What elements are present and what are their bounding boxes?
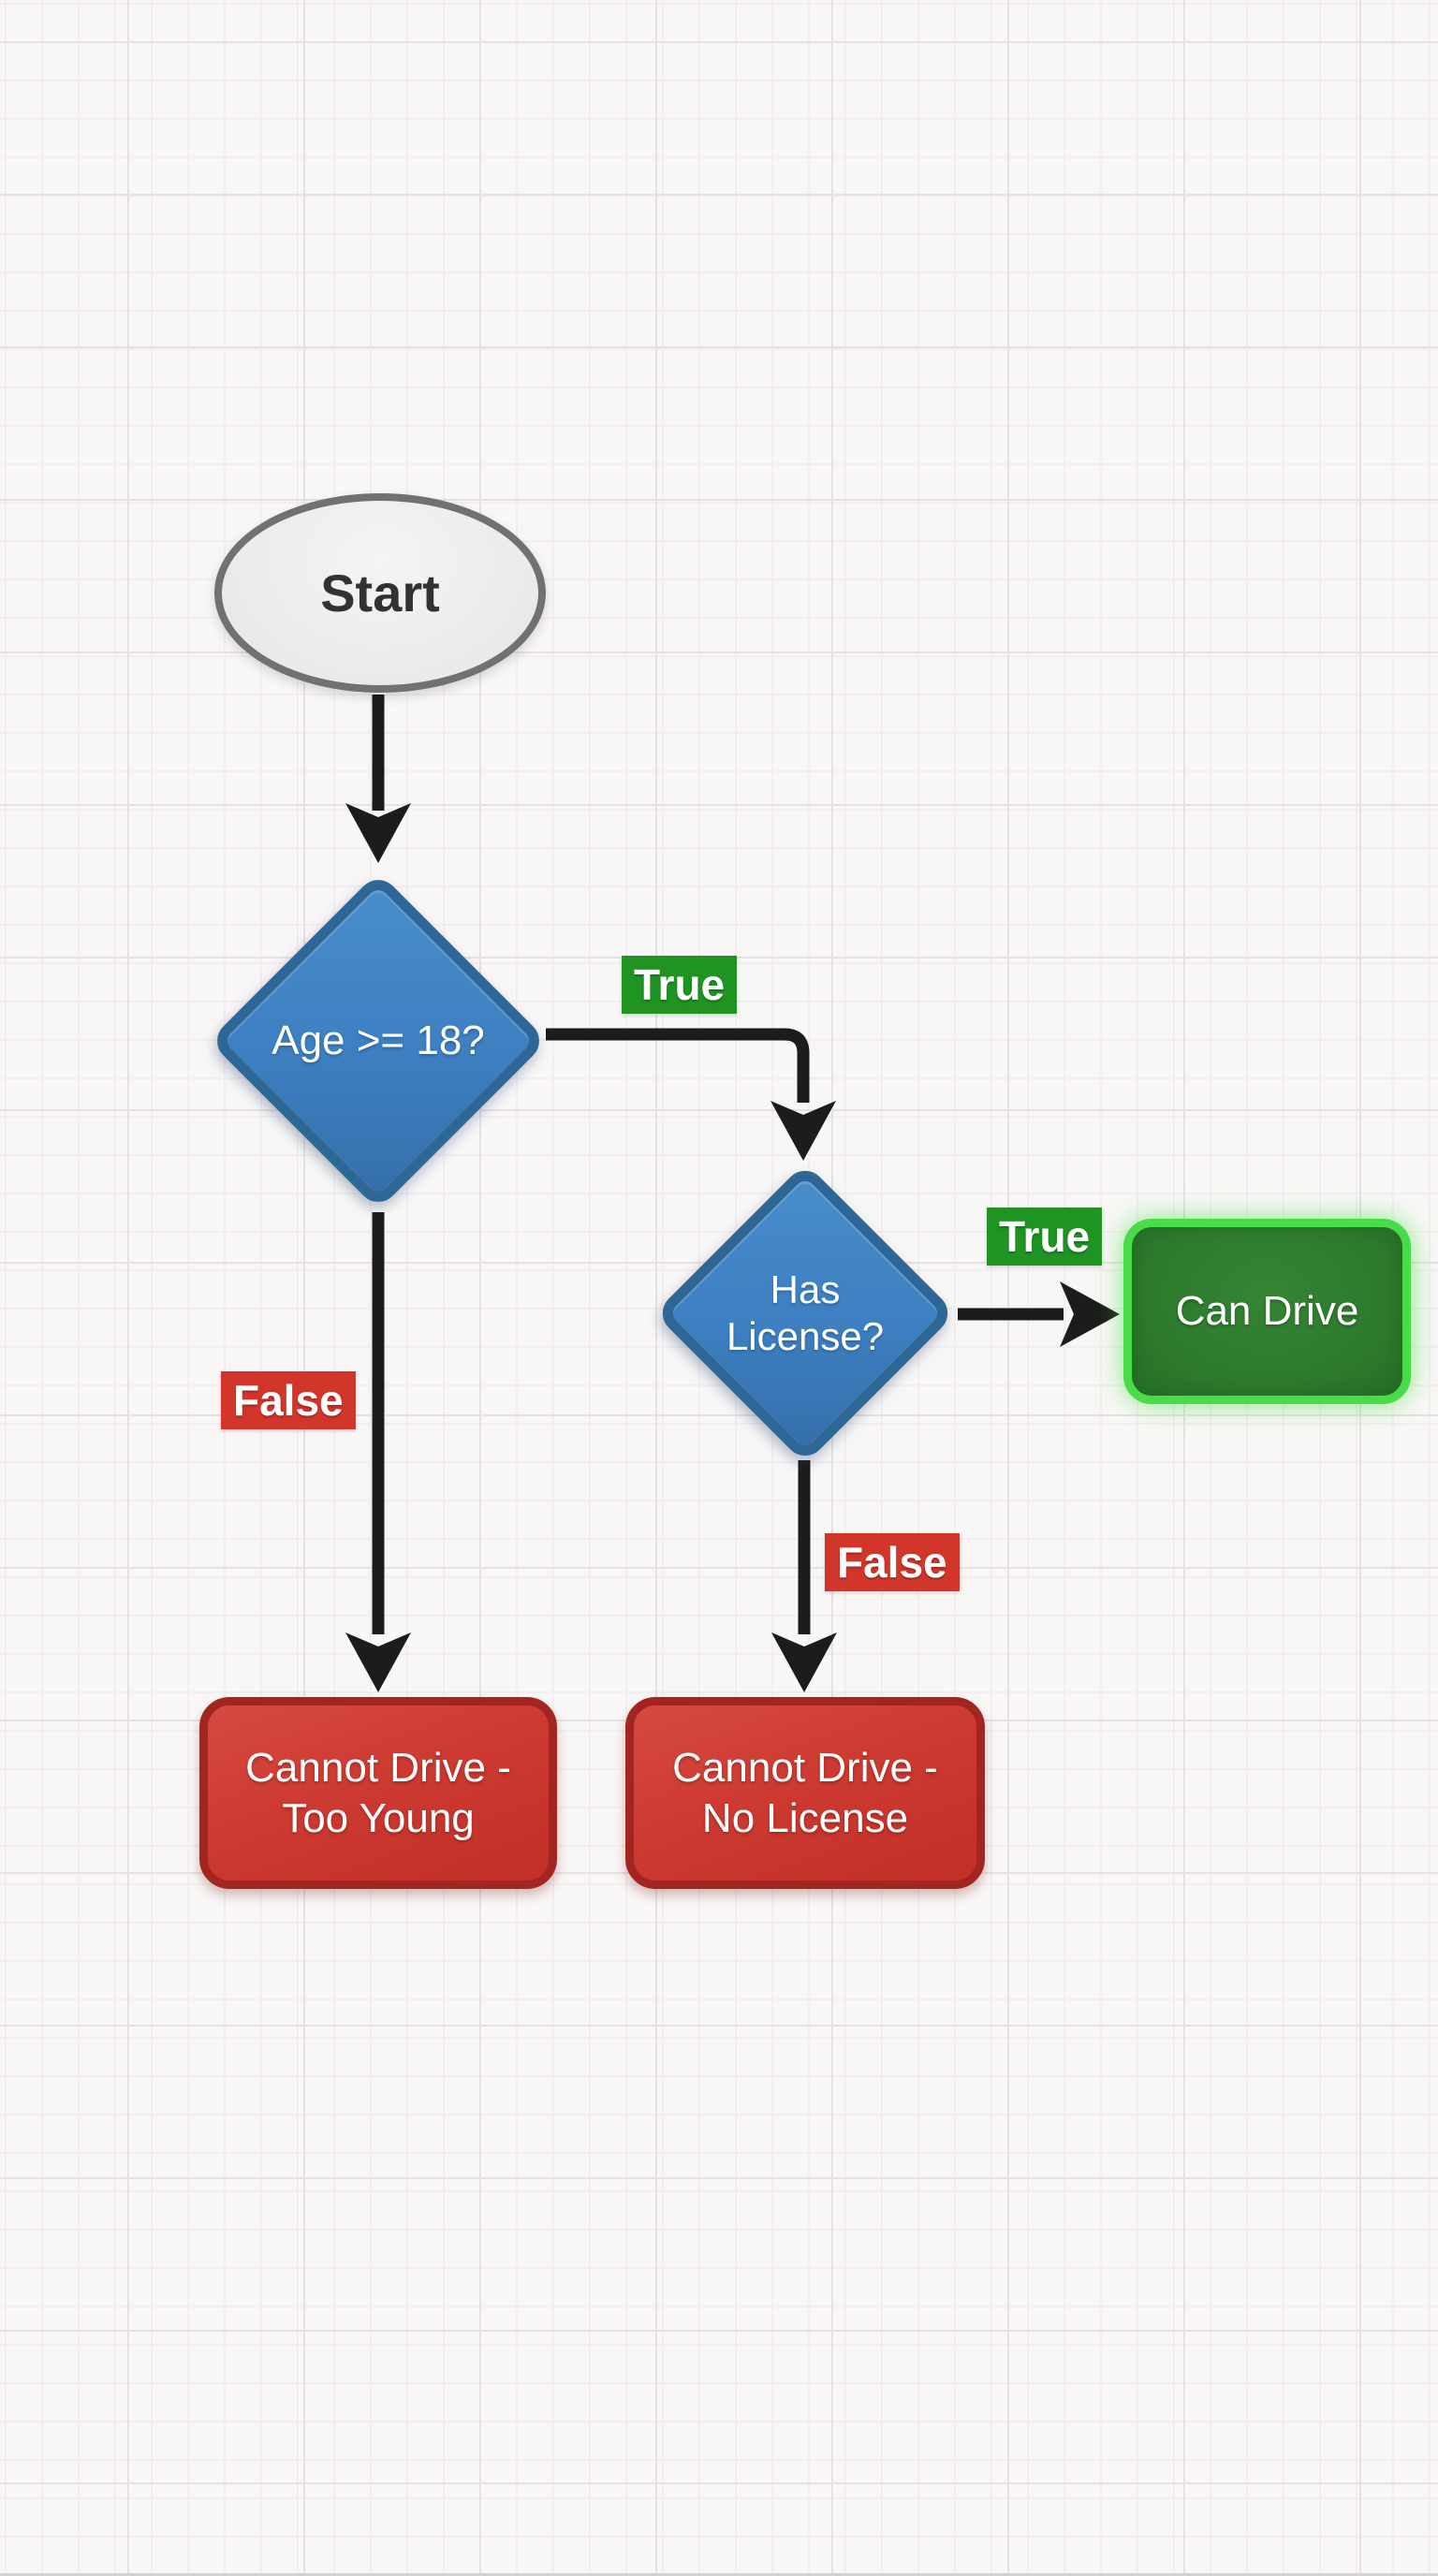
node-no-license-line2: No License xyxy=(701,1794,909,1841)
node-license-check-line1: Has xyxy=(770,1267,841,1312)
edge-label-license-true: True xyxy=(987,1208,1103,1266)
node-too-young-line2: Too Young xyxy=(282,1794,475,1841)
node-no-license: Cannot Drive - No License xyxy=(625,1697,985,1889)
node-age-check: Age >= 18? xyxy=(208,871,549,1211)
node-can-drive: Can Drive xyxy=(1123,1219,1411,1404)
node-no-license-line1: Cannot Drive - xyxy=(672,1744,938,1791)
edge-label-age-false: False xyxy=(221,1371,356,1429)
edge-age-true-line xyxy=(546,1028,810,1103)
edge-label-license-false: False xyxy=(825,1533,960,1591)
arrowhead-down-icon xyxy=(771,1632,837,1692)
node-too-young: Cannot Drive - Too Young xyxy=(199,1697,557,1889)
node-can-drive-label: Can Drive xyxy=(1175,1288,1359,1335)
arrowhead-down-icon xyxy=(770,1101,836,1161)
node-license-check-line2: License? xyxy=(726,1314,885,1358)
node-license-check-label: Has License? xyxy=(661,1169,949,1457)
arrowhead-right-icon xyxy=(1060,1281,1120,1347)
edge-label-age-true: True xyxy=(622,956,738,1014)
node-too-young-line1: Cannot Drive - xyxy=(245,1744,511,1791)
arrowhead-down-icon xyxy=(345,803,411,863)
arrowhead-down-icon xyxy=(345,1632,411,1692)
node-age-check-label: Age >= 18? xyxy=(271,1017,485,1064)
node-start-label: Start xyxy=(320,564,440,622)
node-start: Start xyxy=(214,493,546,693)
node-license-check: Has License? xyxy=(653,1162,957,1465)
